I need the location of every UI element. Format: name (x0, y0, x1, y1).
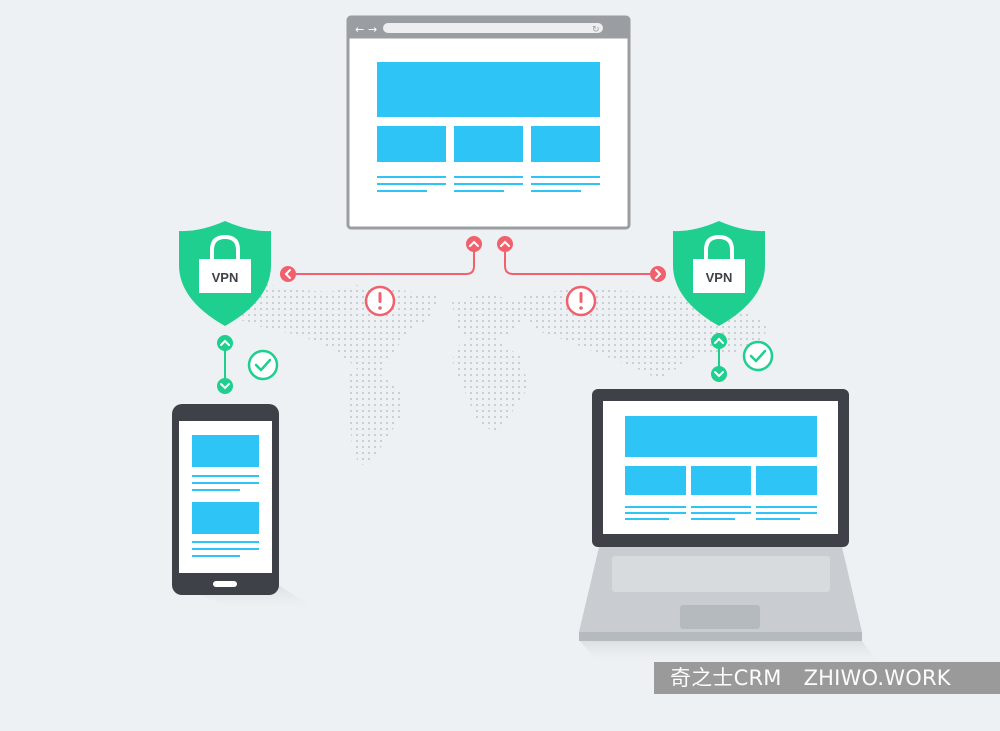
card-block (756, 466, 817, 495)
chevron-left-icon (280, 266, 296, 282)
hero-block (625, 416, 817, 457)
back-icon[interactable]: ← (355, 23, 364, 36)
laptop (579, 389, 880, 665)
secure-connection-left (217, 335, 279, 394)
card-block (192, 502, 259, 534)
chevron-up-icon (497, 236, 513, 252)
chevron-down-icon (711, 366, 727, 382)
unsecured-connections (296, 252, 650, 275)
card-block (625, 466, 686, 495)
address-bar[interactable] (383, 23, 603, 33)
watermark-banner: 奇之士CRM ZHIWO.WORK (654, 662, 1000, 694)
chevron-right-icon (650, 266, 666, 282)
card-block (454, 126, 523, 162)
smartphone (172, 404, 318, 612)
warning-icon (364, 285, 396, 317)
check-icon (247, 349, 279, 381)
card-block (691, 466, 751, 495)
check-icon (742, 340, 774, 372)
warning-icon (565, 285, 597, 317)
hero-block (192, 435, 259, 467)
chevron-up-icon (466, 236, 482, 252)
card-block (377, 126, 446, 162)
vpn-label: VPN (706, 270, 733, 285)
chevron-down-icon (217, 378, 233, 394)
padlock-body (199, 259, 251, 293)
hero-block (377, 62, 600, 117)
chevron-up-icon (711, 333, 727, 349)
vpn-label: VPN (212, 270, 239, 285)
secure-connection-right (711, 333, 774, 382)
watermark-brand: 奇之士CRM (670, 666, 782, 690)
laptop-trackpad[interactable] (680, 605, 760, 629)
card-block (531, 126, 600, 162)
laptop-keyboard (612, 556, 830, 592)
vpn-shield-left: VPN (179, 221, 271, 326)
padlock-shackle-icon (704, 234, 734, 261)
watermark-site: ZHIWO.WORK (803, 666, 951, 690)
phone-home-button[interactable] (213, 581, 237, 587)
chevron-up-icon (217, 335, 233, 351)
padlock-shackle-icon (210, 234, 240, 261)
text-lines (377, 176, 600, 192)
forward-icon[interactable]: → (368, 23, 377, 36)
reload-icon[interactable]: ↻ (592, 25, 600, 35)
padlock-body (693, 259, 745, 293)
browser-window: ← → ↻ (346, 15, 631, 230)
vpn-shield-right: VPN (673, 221, 765, 326)
